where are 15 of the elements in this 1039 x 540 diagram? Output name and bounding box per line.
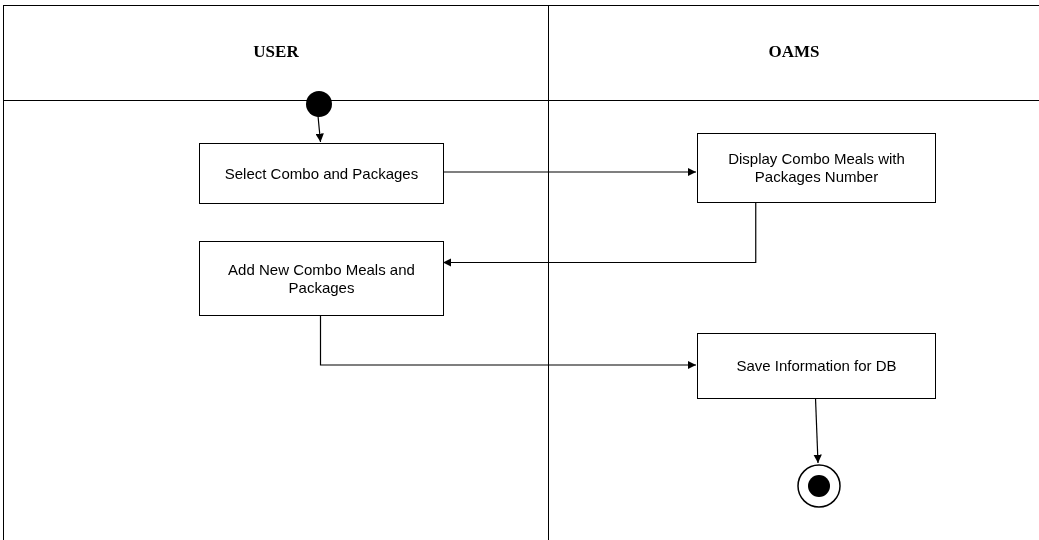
swimlane: [548, 5, 1039, 540]
end-node: [797, 464, 841, 508]
arrow: [813, 397, 822, 464]
activity-box: Display Combo Meals with Packages Number: [697, 133, 936, 203]
activity-box: Select Combo and Packages: [199, 143, 444, 204]
arrow: [442, 167, 697, 177]
lane-header: USER: [252, 42, 300, 62]
swimlane: [3, 5, 548, 540]
arrow: [315, 115, 324, 143]
arrow: [319, 314, 697, 370]
arrow: [442, 201, 757, 267]
activity-box: Save Information for DB: [697, 333, 936, 399]
start-node: [306, 91, 332, 117]
activity-box: Add New Combo Meals and Packages: [199, 241, 444, 316]
lane-header: OAMS: [767, 42, 821, 62]
